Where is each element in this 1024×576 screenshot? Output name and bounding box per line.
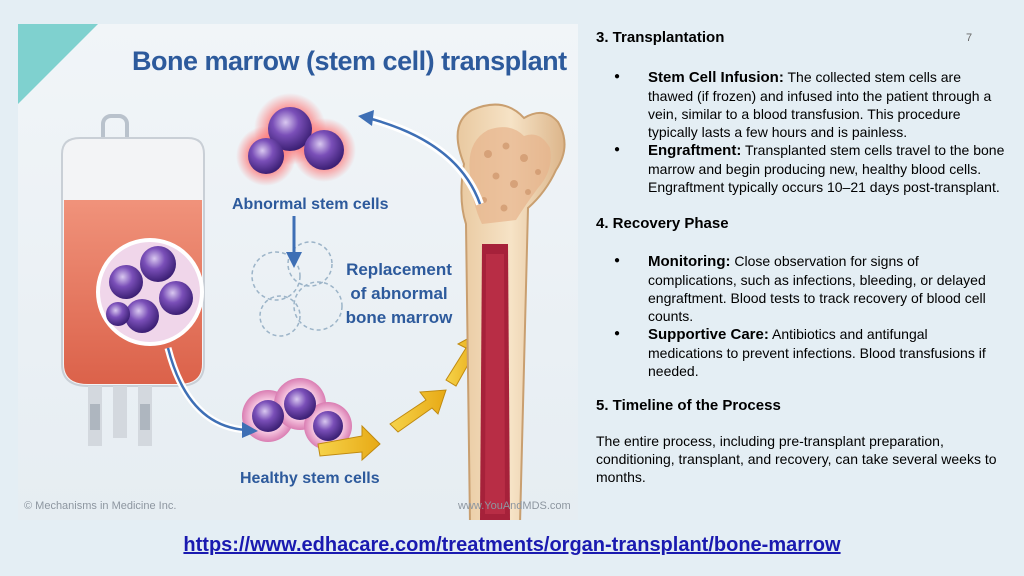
bullet-term: Supportive Care: xyxy=(648,326,769,343)
list-item: Supportive Care: Antibiotics and antifun… xyxy=(596,325,1006,380)
bullet-term: Monitoring: xyxy=(648,253,731,270)
bullet-term: Engraftment: xyxy=(648,142,742,159)
bone xyxy=(456,103,566,520)
healthy-cells xyxy=(242,378,352,450)
label-replacement-line: of abnormal xyxy=(350,284,448,303)
credit-left: © Mechanisms in Medicine Inc. xyxy=(24,500,177,512)
text-column: 3. Transplantation Stem Cell Infusion: T… xyxy=(596,24,1006,486)
label-replacement-line: Replacement xyxy=(346,260,452,279)
magnified-cells xyxy=(96,238,204,346)
heading-recovery: 4. Recovery Phase xyxy=(596,215,729,232)
label-replacement-line: bone marrow xyxy=(345,308,453,327)
label-healthy: Healthy stem cells xyxy=(240,470,380,487)
figure-title: Bone marrow (stem cell) transplant xyxy=(132,46,567,76)
timeline-text: The entire process, including pre-transp… xyxy=(596,433,997,485)
transplantation-list: Stem Cell Infusion: The collected stem c… xyxy=(596,68,1006,196)
page-number: 7 xyxy=(966,32,973,44)
bullet-text: Close observation for signs of complicat… xyxy=(648,253,986,324)
bullet-term: Stem Cell Infusion: xyxy=(648,69,784,86)
replaced-cells-outline xyxy=(251,241,343,337)
source-link[interactable]: https://www.edhacare.com/treatments/orga… xyxy=(183,534,841,556)
bullet-text: Antibiotics and antifungal medications t… xyxy=(648,326,986,379)
yellow-arrows-icon xyxy=(317,331,481,462)
bullet-text: Transplanted stem cells travel to the bo… xyxy=(648,142,1005,195)
list-item: Engraftment: Transplanted stem cells tra… xyxy=(596,141,1006,196)
heading-timeline: 5. Timeline of the Process xyxy=(596,397,781,414)
label-replacement: Replacement of abnormal bone marrow xyxy=(344,258,454,330)
bone-marrow-illustration: Bone marrow (stem cell) transplant Abnor… xyxy=(18,24,578,520)
heading-transplantation: 3. Transplantation xyxy=(596,29,725,46)
bullet-text: The collected stem cells are thawed (if … xyxy=(648,69,992,140)
abnormal-cells xyxy=(236,93,356,186)
label-abnormal: Abnormal stem cells xyxy=(232,196,389,213)
list-item: Stem Cell Infusion: The collected stem c… xyxy=(596,68,1006,141)
corner-decoration xyxy=(18,24,98,104)
illustration-graphic xyxy=(61,93,566,520)
list-item: Monitoring: Close observation for signs … xyxy=(596,252,1006,325)
credit-right: www.YouAndMDS.com xyxy=(458,500,571,512)
down-arrow-icon xyxy=(286,216,302,268)
recovery-list: Monitoring: Close observation for signs … xyxy=(596,252,1006,380)
